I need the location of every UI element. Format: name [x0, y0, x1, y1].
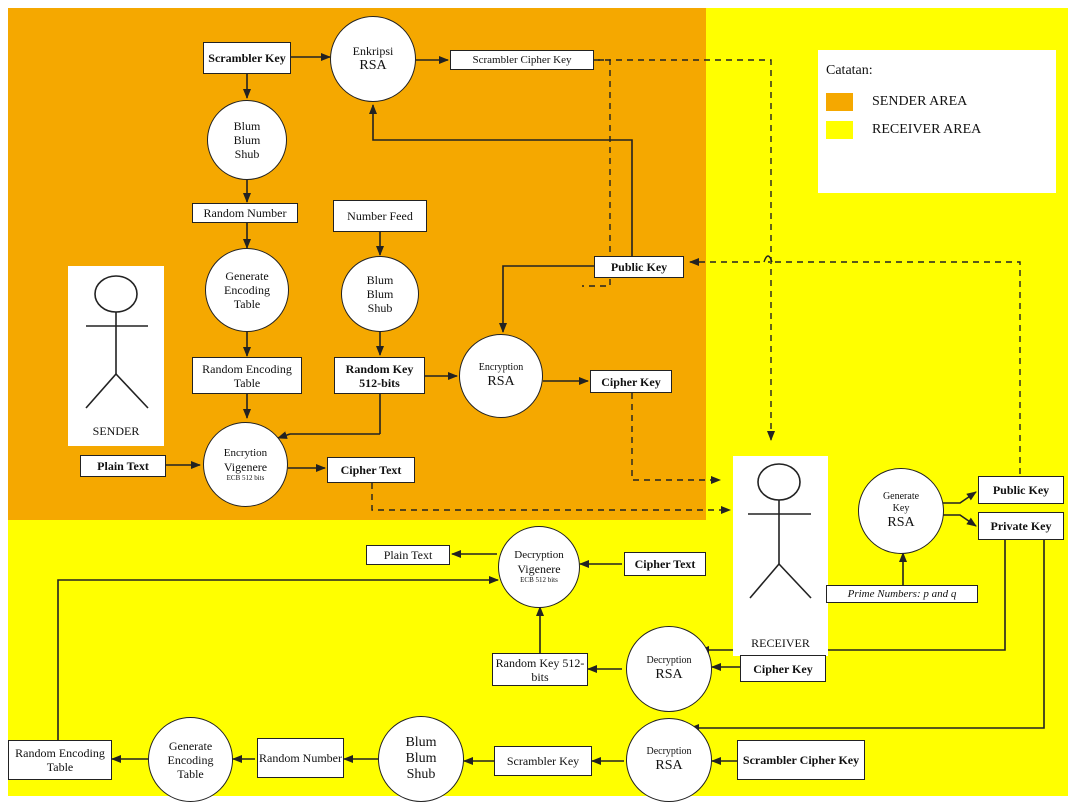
sender-actor: SENDER [68, 266, 164, 446]
scrambler-cipher-key-box-receiver: Scrambler Cipher Key [737, 740, 865, 780]
encrytion-vig-line3: ECB 512 bits [226, 473, 265, 482]
decryption-rsa-circle-2: Decryption RSA [626, 718, 712, 802]
bbs1-line3: Shub [234, 147, 260, 161]
blum-blum-shub-circle-receiver: Blum Blum Shub [378, 716, 464, 802]
dec-vig-line1: Decryption [514, 549, 564, 561]
cipher-key-box-sender: Cipher Key [590, 370, 672, 393]
dec-vig-line3: ECB 512 bits [520, 576, 558, 584]
encrytion-vig-line2: Vigenere [223, 459, 268, 474]
bbs2-line2: Blum [366, 287, 394, 301]
cipher-text-box-sender: Cipher Text [327, 457, 415, 483]
legend-title: Catatan: [826, 63, 873, 78]
bbs1-line1: Blum [233, 119, 261, 133]
enkripsi-rsa-circle: Enkripsi RSA [330, 16, 416, 102]
enkripsi-rsa-line1: Enkripsi [352, 44, 394, 58]
receiver-stick-figure-icon [748, 463, 812, 599]
random-number-box-receiver: Random Number [257, 738, 344, 778]
cipher-key-box-receiver: Cipher Key [740, 655, 826, 682]
solid-connectors [57, 53, 1045, 765]
legend: Catatan: SENDER AREA RECEIVER AREA [818, 50, 1056, 193]
gen-table-line2: Encoding [224, 283, 270, 297]
plain-text-box-sender: Plain Text [80, 455, 166, 477]
dashed-connectors [371, 59, 1021, 514]
decryption-vigenere-circle: Decryption Vigenere ECB 512 bits [498, 526, 580, 608]
public-key-box-receiver: Public Key [978, 476, 1064, 504]
encryption-rsa-line2: RSA [487, 374, 515, 389]
receiver-actor: RECEIVER [733, 456, 828, 656]
receiver-actor-label: RECEIVER [751, 636, 810, 650]
number-feed-box: Number Feed [333, 200, 427, 232]
rbbs-line2: Blum [405, 751, 437, 766]
legend-sender-swatch [826, 93, 853, 111]
gen-key-line1: Generate [882, 491, 920, 502]
line-hop [763, 255, 773, 263]
random-encoding-table-box-receiver: Random Encoding Table [8, 740, 112, 780]
gen-key-line3: RSA [887, 515, 915, 530]
plain-text-box-receiver: Plain Text [366, 545, 450, 565]
public-key-box-sender: Public Key [594, 256, 684, 278]
legend-receiver-swatch [826, 121, 853, 139]
scrambler-key-box: Scrambler Key [203, 42, 291, 74]
bbs2-line3: Shub [367, 301, 393, 315]
dec-vig-line2: Vigenere [517, 562, 561, 576]
legend-sender-label: SENDER AREA [872, 94, 968, 109]
enkripsi-rsa-line2: RSA [359, 58, 387, 73]
scrambler-cipher-key-box: Scrambler Cipher Key [450, 50, 594, 70]
encrytion-vig-line1: Encrytion [223, 446, 268, 459]
generate-key-rsa-circle: Generate Key RSA [858, 468, 944, 554]
generate-encoding-table-circle: Generate Encoding Table [205, 248, 289, 332]
random-encoding-table-box: Random Encoding Table [192, 357, 302, 394]
private-key-box: Private Key [978, 512, 1064, 540]
sender-stick-figure-icon [85, 275, 149, 409]
bbs2-line1: Blum [366, 273, 394, 287]
prime-numbers-box: Prime Numbers: p and q [826, 585, 978, 603]
rgen-table-line2: Encoding [167, 752, 214, 767]
encrytion-vigenere-circle: Encrytion Vigenere ECB 512 bits [203, 422, 288, 507]
encryption-rsa-circle: Encryption RSA [459, 334, 543, 418]
cipher-text-box-receiver: Cipher Text [624, 552, 706, 576]
encryption-rsa-line1: Encryption [478, 362, 524, 373]
random-number-box: Random Number [192, 203, 298, 223]
random-key-512-box-receiver: Random Key 512-bits [492, 653, 588, 686]
rbbs-line1: Blum [405, 735, 437, 750]
dec-rsa2-line1: Decryption [646, 746, 692, 757]
bbs1-line2: Blum [233, 133, 261, 147]
dec-rsa1-line2: RSA [655, 667, 683, 682]
gen-key-line2: Key [892, 503, 910, 514]
generate-encoding-table-circle-receiver: Generate Encoding Table [148, 717, 233, 802]
legend-receiver-label: RECEIVER AREA [872, 122, 982, 137]
dec-rsa2-line2: RSA [655, 758, 683, 773]
rgen-table-line3: Table [177, 766, 204, 781]
blum-blum-shub-circle-1: Blum Blum Shub [207, 100, 287, 180]
random-key-512-box-sender: Random Key 512-bits [334, 357, 425, 394]
decryption-rsa-circle-1: Decryption RSA [626, 626, 712, 712]
gen-table-line1: Generate [225, 269, 269, 283]
gen-table-line3: Table [233, 297, 261, 311]
dec-rsa1-line1: Decryption [646, 655, 692, 666]
sender-actor-label: SENDER [92, 424, 140, 438]
scrambler-key-box-receiver: Scrambler Key [494, 746, 592, 776]
rbbs-line3: Shub [406, 767, 436, 782]
rgen-table-line1: Generate [168, 738, 213, 753]
blum-blum-shub-circle-2: Blum Blum Shub [341, 256, 419, 332]
